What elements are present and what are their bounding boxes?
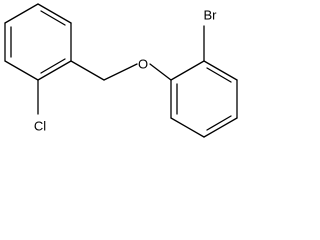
double-bond-inner bbox=[40, 10, 66, 26]
bond bbox=[203, 117, 238, 138]
double-bond-inner bbox=[206, 67, 232, 83]
atom-label-chlorine: Cl bbox=[34, 119, 46, 134]
double-bond-inner bbox=[206, 115, 232, 131]
bond bbox=[170, 117, 205, 138]
double-bond-inner bbox=[40, 58, 66, 74]
bond bbox=[203, 60, 238, 81]
bromophenyl-ring bbox=[170, 60, 238, 138]
bond-ring-to-ch2 bbox=[70, 60, 105, 81]
bond bbox=[170, 60, 205, 81]
bond-ch2-to-o bbox=[103, 63, 138, 81]
bond bbox=[37, 60, 72, 81]
bond bbox=[37, 3, 72, 24]
bond bbox=[4, 3, 39, 24]
chlorophenyl-ring bbox=[4, 3, 72, 81]
atom-label-bromine: Br bbox=[204, 8, 218, 23]
atom-label-oxygen: O bbox=[138, 57, 148, 72]
bond bbox=[4, 60, 39, 81]
chemical-structure: Br O Cl bbox=[4, 3, 238, 138]
bond-o-to-ring bbox=[149, 63, 172, 81]
